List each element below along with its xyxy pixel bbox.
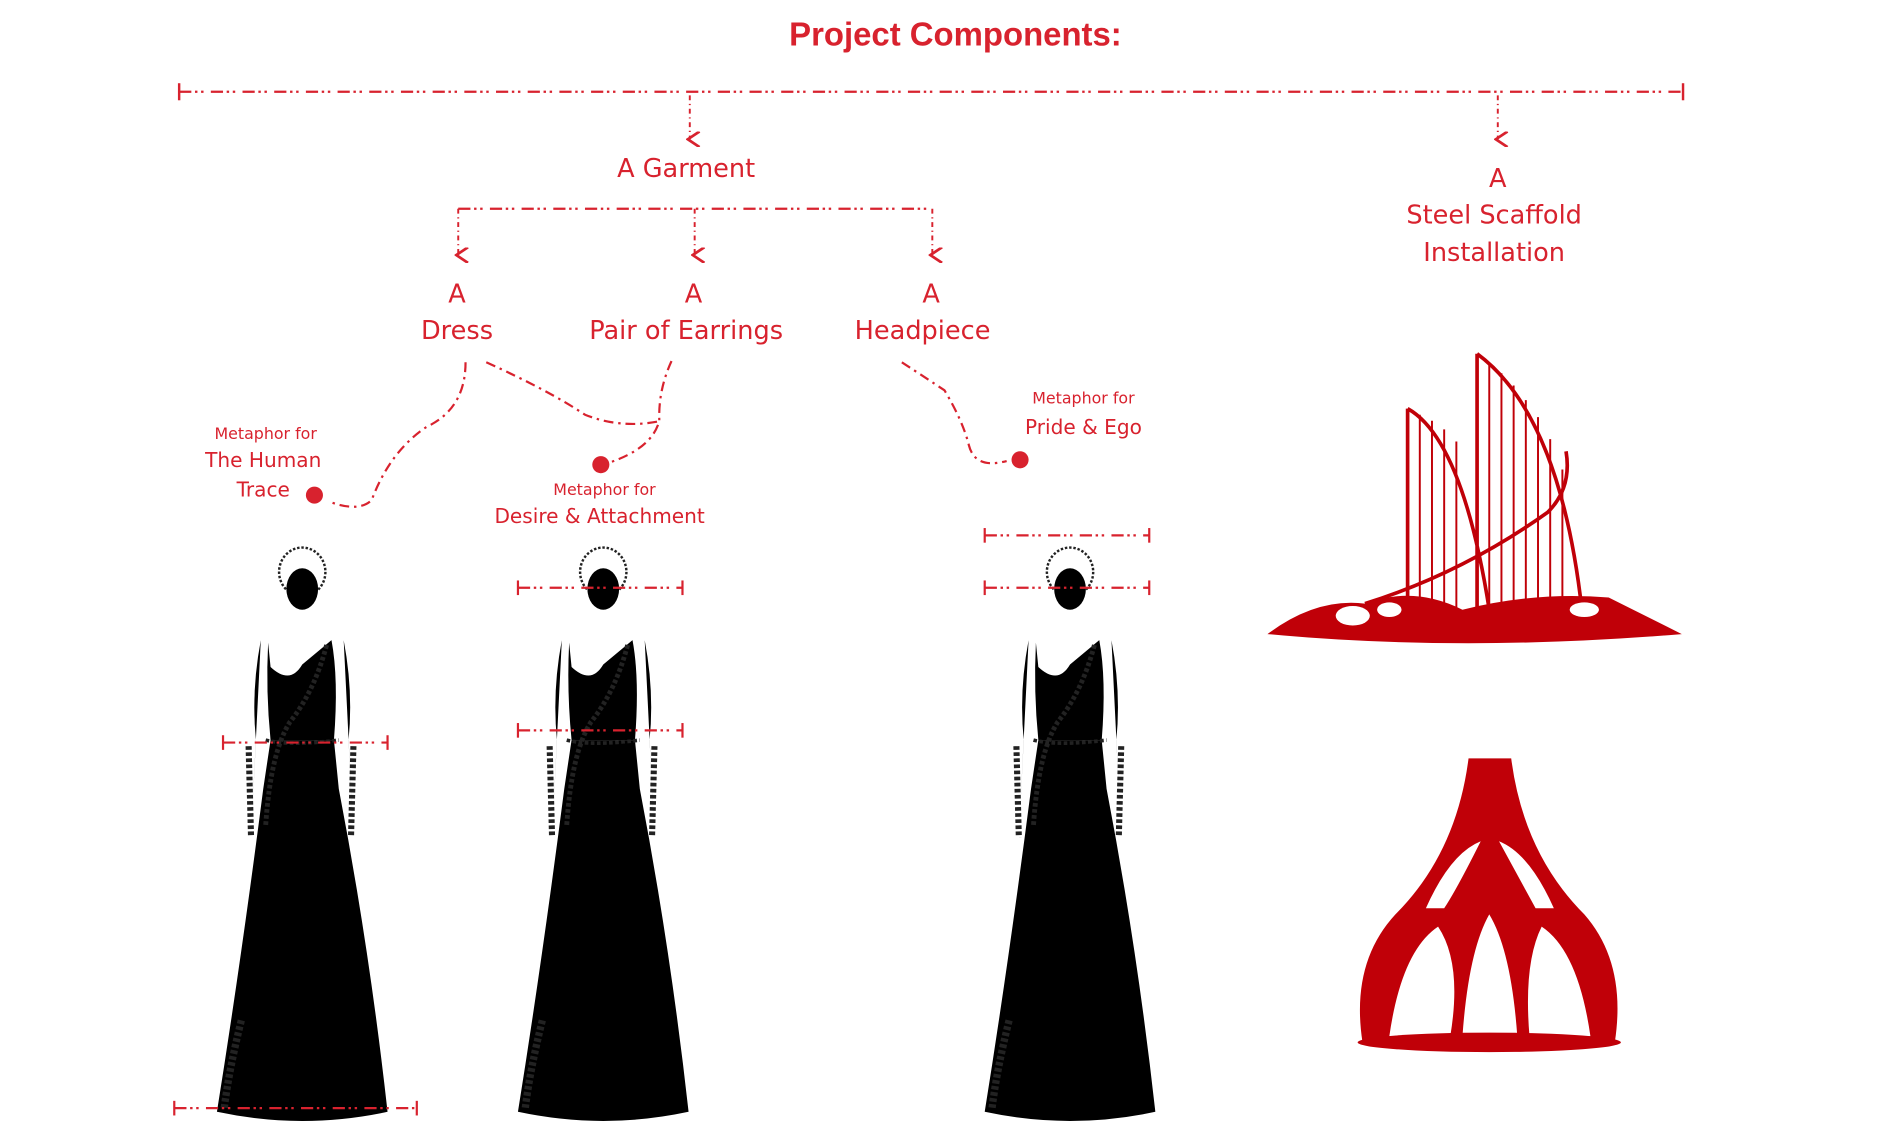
garment-bracket: [458, 207, 932, 255]
svg-text:A: A: [1489, 164, 1507, 194]
metaphor-connectors: [305, 360, 1029, 508]
dress-figure-sketch: [217, 548, 388, 1121]
node-earrings: A Pair of Earrings: [589, 280, 783, 347]
earrings-dot: [592, 456, 610, 474]
garment-label: A Garment: [617, 154, 755, 184]
scaffold-sail-illustration: [1267, 352, 1682, 644]
svg-text:Metaphor for: Metaphor for: [553, 480, 656, 499]
measure-brackets: [173, 528, 1151, 1116]
scaffold-dome-illustration: [1357, 758, 1621, 1053]
dress-dot: [305, 486, 323, 504]
svg-text:A: A: [448, 280, 466, 310]
headpiece-dot: [1011, 451, 1029, 469]
node-headpiece: A Headpiece: [855, 280, 991, 347]
svg-text:Metaphor for: Metaphor for: [1032, 389, 1135, 408]
page-title: Project Components:: [789, 15, 1122, 52]
node-dress: A Dress: [421, 280, 493, 347]
svg-text:Dress: Dress: [421, 316, 493, 346]
metaphor-headpiece: Metaphor for Pride & Ego: [1025, 389, 1142, 439]
earrings-figure-sketch: [518, 548, 689, 1121]
svg-text:A: A: [922, 280, 940, 310]
svg-text:Desire & Attachment: Desire & Attachment: [494, 504, 704, 528]
svg-text:Metaphor for: Metaphor for: [214, 424, 317, 443]
svg-text:Pair of Earrings: Pair of Earrings: [589, 316, 783, 346]
top-bracket: [177, 83, 1685, 139]
node-installation: A Steel Scaffold Installation: [1406, 164, 1582, 268]
headpiece-figure-sketch: [985, 548, 1156, 1121]
svg-text:The Human: The Human: [204, 448, 321, 472]
metaphor-earrings: Metaphor for Desire & Attachment: [494, 480, 704, 528]
svg-text:Pride & Ego: Pride & Ego: [1025, 415, 1142, 439]
svg-text:A: A: [685, 280, 703, 310]
metaphor-dress: Metaphor for The Human Trace: [204, 424, 321, 501]
svg-text:Headpiece: Headpiece: [855, 316, 991, 346]
svg-text:Trace: Trace: [236, 477, 290, 501]
svg-text:Installation: Installation: [1423, 238, 1565, 268]
svg-text:Steel Scaffold: Steel Scaffold: [1406, 200, 1582, 230]
